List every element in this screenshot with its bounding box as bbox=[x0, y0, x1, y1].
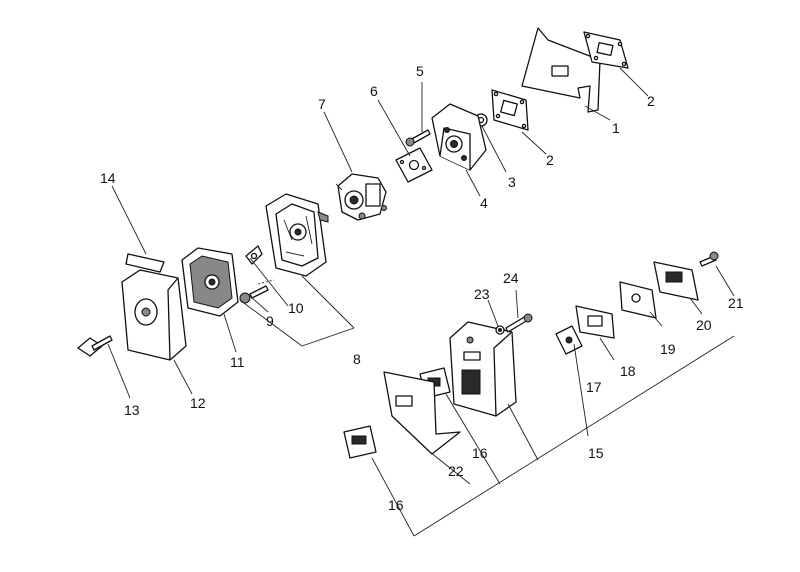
part-9-bolt bbox=[239, 279, 275, 304]
part-21-screw bbox=[699, 251, 719, 267]
part-20-cover bbox=[653, 261, 699, 301]
part-1-heat-shield bbox=[521, 27, 601, 113]
callout-10: 10 bbox=[288, 300, 304, 316]
callout-12: 12 bbox=[190, 395, 206, 411]
callout-19: 19 bbox=[660, 341, 676, 357]
part-7-carburetor bbox=[335, 173, 387, 221]
part-2-gasket-upper bbox=[583, 31, 629, 69]
part-15-muffler bbox=[449, 321, 517, 417]
part-23-washer bbox=[495, 325, 505, 335]
part-6-gasket bbox=[395, 147, 433, 183]
part-12-air-cleaner-cover bbox=[121, 269, 187, 361]
part-24-bolt bbox=[505, 313, 533, 333]
callout-22: 22 bbox=[448, 463, 464, 479]
callout-11: 11 bbox=[230, 354, 245, 370]
callout-24: 24 bbox=[503, 270, 519, 286]
callout-21: 21 bbox=[728, 295, 744, 311]
callout-15: 15 bbox=[588, 445, 604, 461]
callout-16-upper: 16 bbox=[472, 445, 488, 461]
part-5-screw bbox=[405, 129, 431, 147]
part-19-spark-arrestor bbox=[619, 281, 657, 319]
callout-17: 17 bbox=[586, 379, 602, 395]
part-22-guard-plate bbox=[383, 371, 461, 455]
callout-2-lower: 2 bbox=[546, 152, 554, 168]
callout-20: 20 bbox=[696, 317, 712, 333]
callout-6: 6 bbox=[370, 83, 378, 99]
callout-13: 13 bbox=[124, 402, 140, 418]
callout-18: 18 bbox=[620, 363, 636, 379]
part-17-plate bbox=[555, 325, 583, 355]
callout-9: 9 bbox=[266, 313, 274, 329]
callout-1: 1 bbox=[612, 120, 620, 136]
part-13-wing-knob bbox=[77, 335, 113, 357]
callout-8: 8 bbox=[353, 351, 361, 367]
part-16-gasket-lower bbox=[343, 425, 377, 459]
part-10-choke-lever bbox=[245, 245, 263, 265]
part-11-air-filter bbox=[181, 247, 239, 317]
callout-23: 23 bbox=[474, 286, 490, 302]
part-8-air-cleaner-case bbox=[265, 193, 329, 277]
callout-4: 4 bbox=[480, 195, 488, 211]
callout-labels: 1 2 2 3 4 5 6 7 8 9 10 11 12 13 14 15 16… bbox=[100, 63, 744, 513]
part-14-label bbox=[125, 253, 165, 273]
callout-5: 5 bbox=[416, 63, 424, 79]
callout-16-lower: 16 bbox=[388, 497, 404, 513]
callout-7: 7 bbox=[318, 96, 326, 112]
part-18-gasket bbox=[575, 305, 615, 339]
leader-lines bbox=[107, 67, 735, 537]
callout-14: 14 bbox=[100, 170, 116, 186]
part-4-insulator bbox=[431, 103, 487, 171]
callout-2-upper: 2 bbox=[647, 93, 655, 109]
part-2-gasket-lower bbox=[491, 89, 529, 131]
callout-3: 3 bbox=[508, 174, 516, 190]
